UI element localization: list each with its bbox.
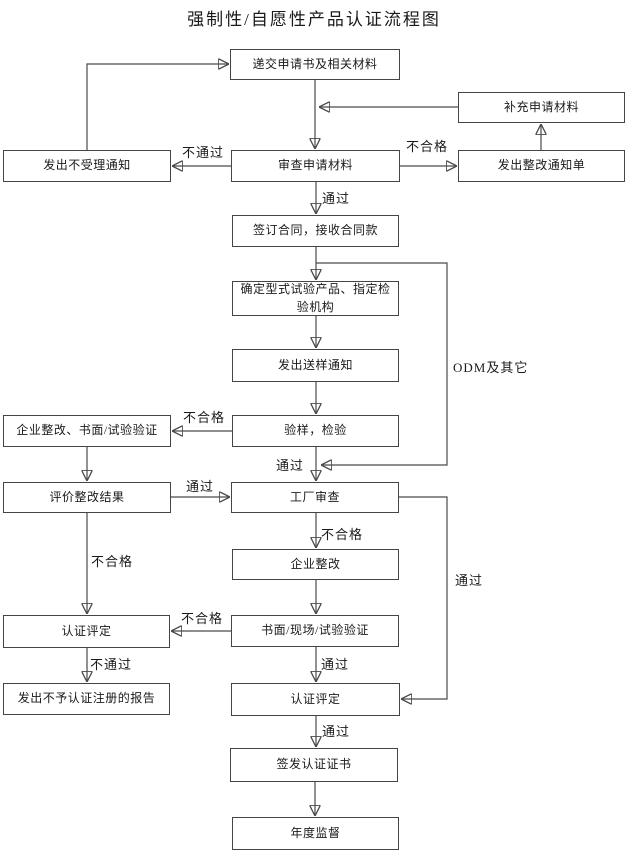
edge-label-written-pass: 通过 bbox=[321, 657, 350, 672]
edge-label-inspect-nonconform: 不合格 bbox=[183, 410, 226, 425]
node-review-materials: 审查申请材料 bbox=[231, 150, 400, 182]
edge-label-eval-nonconform: 不合格 bbox=[91, 554, 134, 569]
node-enterprise-rectify: 企业整改 bbox=[232, 549, 399, 580]
connector-factory-pass-branch bbox=[399, 496, 448, 699]
edge-label-cert-left-fail: 不通过 bbox=[90, 657, 133, 672]
node-sample-inspection: 验样，检验 bbox=[232, 415, 399, 447]
page-title: 强制性/自愿性产品认证流程图 bbox=[187, 10, 441, 29]
edge-label-cert-pass: 通过 bbox=[322, 724, 351, 739]
node-issue-certificate: 签发认证证书 bbox=[230, 748, 398, 782]
node-annual-supervision: 年度监督 bbox=[232, 817, 399, 850]
connector-odm-branch bbox=[316, 262, 448, 465]
node-cert-evaluation-left: 认证评定 bbox=[3, 615, 170, 648]
node-type-test-products: 确定型式试验产品、指定检验机构 bbox=[232, 281, 399, 316]
node-submit-application: 递交申请书及相关材料 bbox=[230, 49, 400, 80]
edge-label-inspect-pass: 通过 bbox=[276, 458, 305, 473]
node-supplement-materials: 补充申请材料 bbox=[458, 92, 625, 123]
node-cert-evaluation: 认证评定 bbox=[231, 683, 400, 716]
edge-label-review-pass: 通过 bbox=[322, 191, 351, 206]
edge-label-review-nonconform: 不合格 bbox=[406, 139, 449, 154]
node-rejection-notice: 发出不受理通知 bbox=[3, 150, 171, 182]
edge-label-factory-nonconform: 不合格 bbox=[321, 527, 364, 542]
node-sample-notice: 发出送样通知 bbox=[232, 349, 399, 382]
node-no-registration-report: 发出不予认证注册的报告 bbox=[3, 683, 170, 715]
node-enterprise-rectify-verify: 企业整改、书面/试验验证 bbox=[3, 415, 171, 447]
edge-label-written-nonconform: 不合格 bbox=[181, 611, 224, 626]
edge-label-odm: ODM及其它 bbox=[453, 360, 529, 375]
node-evaluate-rectification: 评价整改结果 bbox=[3, 482, 171, 513]
node-sign-contract: 签订合同，接收合同款 bbox=[232, 215, 399, 247]
edge-label-factory-pass-right: 通过 bbox=[455, 573, 484, 588]
node-factory-audit: 工厂审查 bbox=[231, 482, 399, 513]
edge-label-review-fail: 不通过 bbox=[182, 145, 225, 160]
connector-reject-to-submit bbox=[86, 64, 229, 150]
node-rectification-notice: 发出整改通知单 bbox=[458, 150, 625, 182]
node-written-onsite-verify: 书面/现场/试验验证 bbox=[231, 615, 399, 647]
edge-label-eval-pass: 通过 bbox=[186, 479, 215, 494]
